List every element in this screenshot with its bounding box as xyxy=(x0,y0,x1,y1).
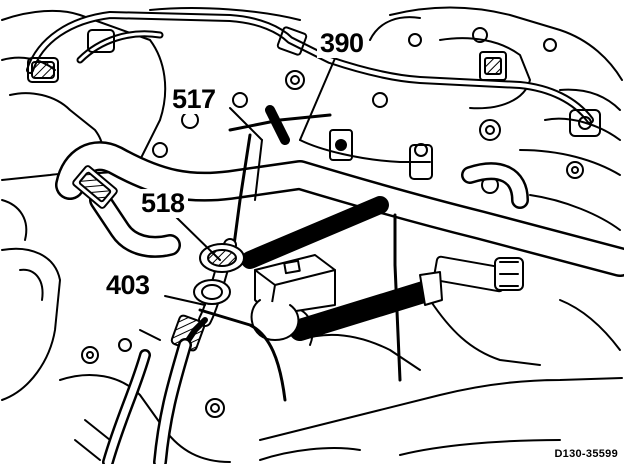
callout-518: 518 xyxy=(138,189,188,218)
return-pipe xyxy=(461,162,529,209)
main-pipe xyxy=(55,141,624,277)
figure-id: D130-35599 xyxy=(554,448,618,460)
leader-lines xyxy=(164,55,337,306)
callout-517: 517 xyxy=(169,85,219,114)
fuel-injection-lines xyxy=(26,11,594,124)
bowden-cable xyxy=(170,238,245,352)
callout-390: 390 xyxy=(317,29,367,58)
return-springs xyxy=(241,105,441,341)
callout-403: 403 xyxy=(103,271,153,300)
bolt-heads xyxy=(81,27,584,418)
engine-block-outline xyxy=(1,6,623,463)
adjusting-screw xyxy=(419,255,524,306)
actuator-block xyxy=(250,254,336,341)
injector-fittings xyxy=(27,26,601,137)
lower-hoses xyxy=(102,308,287,464)
